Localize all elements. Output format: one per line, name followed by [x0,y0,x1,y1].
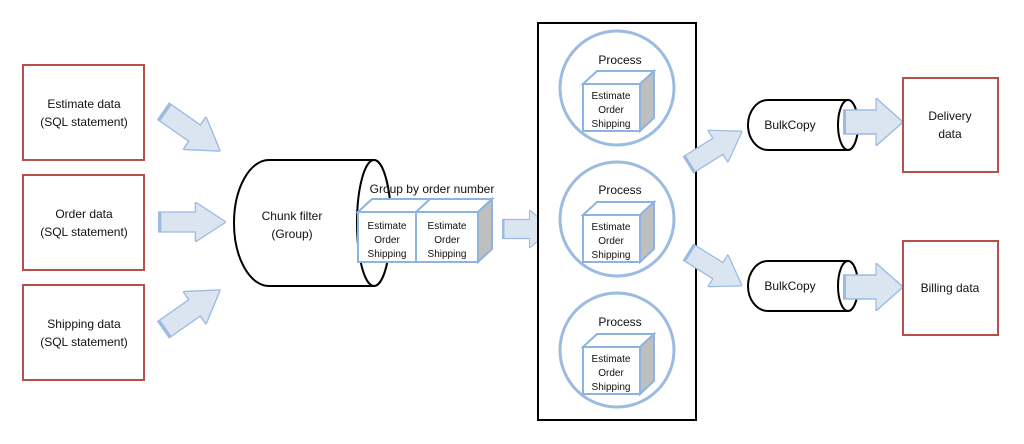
group-box-2-line3: Shipping [428,249,467,260]
process-2-line3: Shipping [592,250,631,261]
process-3-line3: Shipping [592,382,631,393]
output-box-delivery: Delivery data [902,77,999,173]
input-sublabel-2: (SQL statement) [40,225,128,239]
chunk-filter-sublabel: (Group) [271,227,312,241]
process-node-1: Process Estimate Order Shipping [558,29,676,147]
process-title-2: Process [598,183,641,197]
input-label-2: Order data [55,207,113,221]
process-3-line2: Order [598,368,624,379]
output-sublabel-1: data [938,127,962,141]
process-node-2: Process Estimate Order Shipping [558,160,676,278]
input-box-estimate: Estimate data (SQL statement) [22,64,145,161]
process-node-3: Process Estimate Order Shipping [558,291,676,409]
output-label-1: Delivery [928,109,971,123]
group-box-2 [415,211,479,263]
input-sublabel-3: (SQL statement) [40,335,128,349]
process-title-1: Process [598,53,641,67]
bulkcopy-label-2: BulkCopy [764,279,815,293]
group-box-1-line2: Order [374,235,400,246]
process-title-3: Process [598,315,641,329]
arrow-icon [158,202,226,242]
arrow-icon [151,273,232,347]
input-label-3: Shipping data [47,317,121,331]
process-2-line1: Estimate [592,222,631,233]
bulkcopy-cylinder-2: BulkCopy [747,260,859,312]
process-2-line2: Order [598,236,624,247]
input-sublabel-1: (SQL statement) [40,115,128,129]
group-cubes: Estimate Order Shipping Estimate Order S… [355,196,495,265]
input-label-1: Estimate data [47,97,121,111]
chunk-filter-label: Chunk filter [262,209,323,223]
group-box-2-line2: Order [434,235,460,246]
group-box-1-line1: Estimate [368,221,407,232]
output-box-billing: Billing data [902,240,999,336]
input-box-order: Order data (SQL statement) [22,174,145,271]
process-3-line1: Estimate [592,354,631,365]
output-label-2: Billing data [921,281,980,295]
group-box-2-line1: Estimate [428,221,467,232]
input-box-shipping: Shipping data (SQL statement) [22,284,145,381]
process-1-line3: Shipping [592,119,631,130]
group-box-1-line3: Shipping [368,249,407,260]
process-1-line1: Estimate [592,91,631,102]
bulkcopy-cylinder-1: BulkCopy [747,99,859,151]
bulkcopy-label-1: BulkCopy [764,118,815,132]
process-1-line2: Order [598,105,624,116]
group-title: Group by order number [370,182,495,196]
arrow-icon [151,94,232,168]
